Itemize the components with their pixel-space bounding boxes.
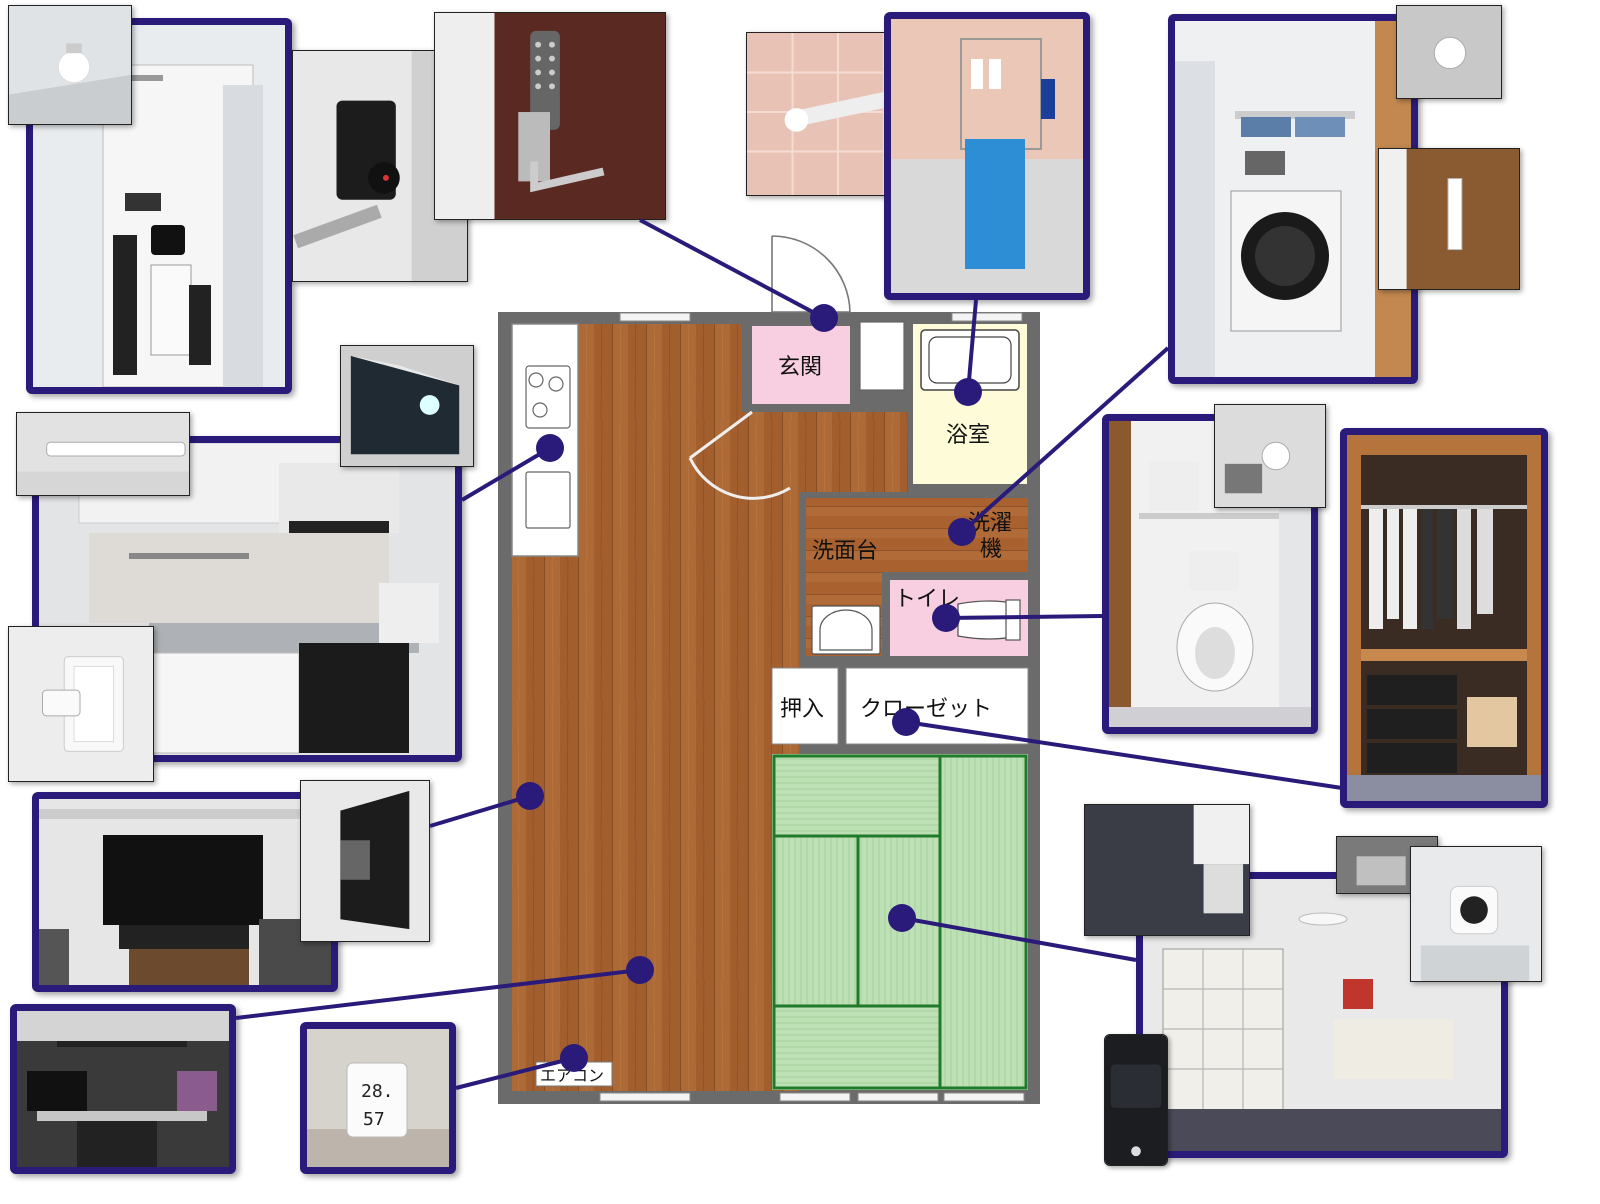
thermometer-photo: 28. 57 — [300, 1022, 456, 1174]
tv-mount-thumbnail — [300, 780, 430, 942]
bedroom-floor-thumbnail — [1084, 804, 1250, 936]
room-label-toilet: トイレ — [894, 587, 960, 612]
room-label-storage: 押入 — [780, 697, 824, 722]
smartphone-app-thumbnail — [1104, 1034, 1168, 1166]
switch-bot-thumbnail — [8, 626, 154, 782]
living-tv-photo — [32, 792, 338, 992]
room-label-closet: クローゼット — [860, 697, 992, 722]
entrance-light-thumbnail — [8, 5, 132, 125]
keypad-thumbnail — [434, 12, 666, 220]
room-label-entrance: 玄関 — [778, 355, 822, 380]
oshiire-storage — [771, 667, 839, 745]
toilet-fan-thumbnail — [1214, 404, 1326, 508]
thermometer-temperature: 28. — [361, 1081, 394, 1102]
room-label-washer-2: 機 — [980, 537, 1002, 562]
under-cabinet-light-thumbnail — [16, 412, 190, 496]
bathroom-photo — [884, 12, 1090, 300]
room-label-aircon: エアコン — [540, 1066, 604, 1085]
closet-photo — [1340, 428, 1548, 808]
room-label-bathroom: 浴室 — [946, 423, 990, 448]
room-label-washbasin: 洗面台 — [812, 539, 878, 564]
entrance-area — [752, 326, 850, 404]
security-camera-thumbnail — [1410, 846, 1542, 982]
door-sensor-thumbnail — [1378, 148, 1520, 290]
room-label-washer-1: 洗濯 — [968, 511, 1012, 536]
range-hood-thumbnail — [340, 345, 474, 467]
desk-setup-photo — [10, 1004, 236, 1174]
thermometer-humidity: 57 — [363, 1109, 385, 1130]
laundry-light-thumbnail — [1396, 5, 1502, 99]
laundry-photo — [1168, 14, 1418, 384]
